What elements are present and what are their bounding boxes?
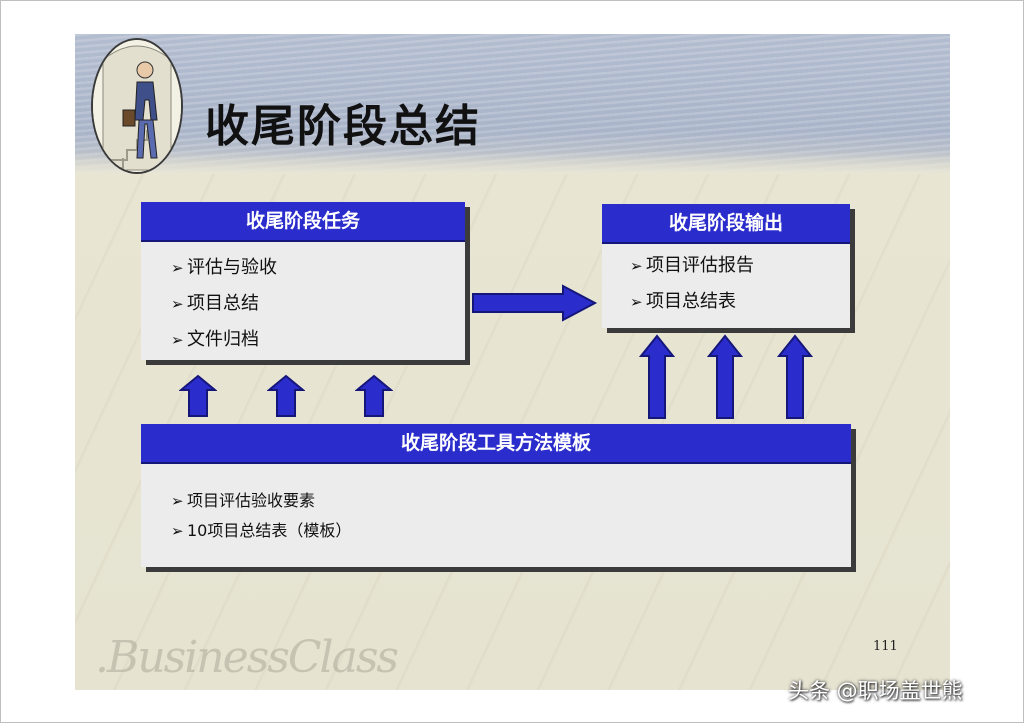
arrow-bullet-icon: ➢ bbox=[171, 295, 184, 313]
closing-tasks-box: 收尾阶段任务 ➢评估与验收 ➢项目总结 ➢文件归档 bbox=[141, 202, 465, 360]
up-arrow-icon bbox=[267, 374, 305, 417]
closing-output-list: ➢项目评估报告 ➢项目总结表 bbox=[602, 244, 850, 324]
arrow-bullet-icon: ➢ bbox=[171, 259, 184, 277]
closing-tools-header: 收尾阶段工具方法模板 bbox=[141, 424, 851, 464]
source-credit: 头条 @职场盖世熊 bbox=[788, 679, 963, 703]
list-item: ➢项目总结 bbox=[171, 290, 465, 326]
header-fade bbox=[75, 152, 950, 174]
page-number: 111 bbox=[873, 639, 898, 654]
arrow-bullet-icon: ➢ bbox=[630, 257, 643, 275]
up-arrow-icon bbox=[777, 334, 813, 419]
arrow-bullet-icon: ➢ bbox=[171, 522, 184, 540]
closing-output-header: 收尾阶段输出 bbox=[602, 204, 850, 244]
list-item: ➢项目评估验收要素 bbox=[171, 488, 851, 518]
up-arrow-icon bbox=[707, 334, 743, 419]
up-arrow-icon bbox=[355, 374, 393, 417]
closing-tasks-header: 收尾阶段任务 bbox=[141, 202, 465, 242]
closing-tasks-list: ➢评估与验收 ➢项目总结 ➢文件归档 bbox=[141, 242, 465, 362]
list-item: ➢文件归档 bbox=[171, 326, 465, 362]
closing-output-box: 收尾阶段输出 ➢项目评估报告 ➢项目总结表 bbox=[602, 204, 850, 328]
closing-tools-box: 收尾阶段工具方法模板 ➢项目评估验收要素 ➢10项目总结表（模板） bbox=[141, 424, 851, 567]
slide: 收尾阶段总结 收尾阶段任务 ➢评估与验收 ➢项目总结 ➢文件归档 收尾阶段输出 … bbox=[75, 34, 950, 690]
businessman-illustration bbox=[93, 40, 181, 172]
arrow-bullet-icon: ➢ bbox=[630, 293, 643, 311]
up-arrow-icon bbox=[179, 374, 217, 417]
slide-title: 收尾阶段总结 bbox=[205, 101, 481, 152]
arrow-bullet-icon: ➢ bbox=[171, 492, 184, 510]
right-arrow-icon bbox=[472, 284, 598, 322]
arrow-bullet-icon: ➢ bbox=[171, 331, 184, 349]
list-item: ➢评估与验收 bbox=[171, 254, 465, 290]
list-item: ➢项目评估报告 bbox=[630, 252, 850, 288]
up-arrow-icon bbox=[639, 334, 675, 419]
businessman-stairs-logo bbox=[91, 38, 183, 174]
business-class-watermark: .BusinessClass bbox=[95, 632, 399, 683]
list-item: ➢10项目总结表（模板） bbox=[171, 518, 851, 548]
list-item: ➢项目总结表 bbox=[630, 288, 850, 324]
closing-tools-list: ➢项目评估验收要素 ➢10项目总结表（模板） bbox=[141, 464, 851, 548]
header-band bbox=[75, 34, 950, 174]
